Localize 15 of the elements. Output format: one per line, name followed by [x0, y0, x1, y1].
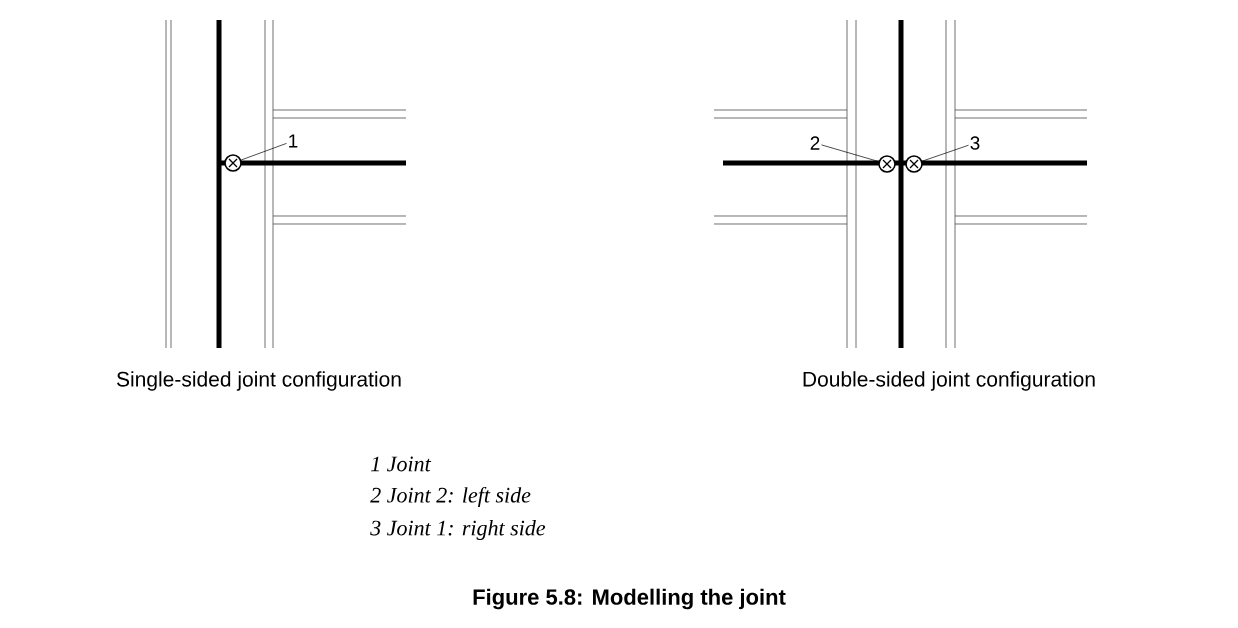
configuration-caption: Double-sided joint configuration	[803, 371, 1095, 391]
key-text: 1 Joint	[371, 456, 432, 472]
key-text: 2 Joint 2: left side	[370, 486, 531, 508]
joint-symbol	[224, 154, 242, 172]
leader-line	[821, 144, 879, 162]
figure-caption: Figure 5.8: Modelling the joint	[473, 588, 786, 610]
configuration-caption: Single-sided joint configuration	[116, 371, 401, 391]
joint-symbol	[878, 155, 896, 173]
joint-symbol	[905, 155, 923, 173]
leader-line	[922, 144, 969, 162]
callout-number: 3	[970, 136, 980, 150]
key-text: 3 Joint 1: right side	[370, 520, 546, 540]
callout-number: 2	[810, 136, 820, 150]
leader-line	[240, 143, 287, 161]
callout-number: 1	[289, 134, 298, 148]
